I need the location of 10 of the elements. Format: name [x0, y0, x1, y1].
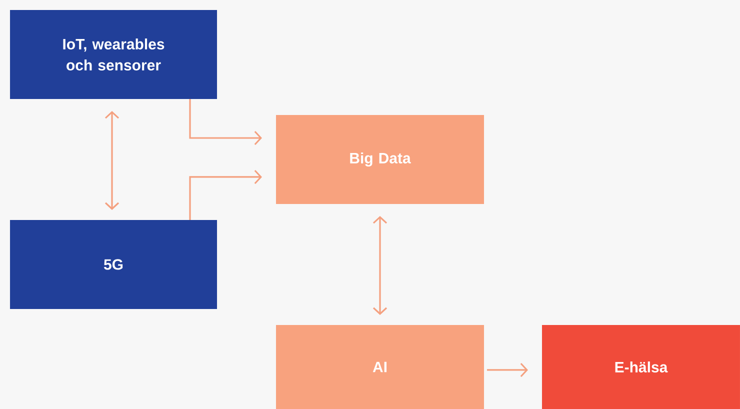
arrow: [487, 362, 528, 378]
arrow: [104, 111, 120, 210]
process-box: AI: [276, 324, 484, 409]
arrow: [189, 99, 262, 146]
arrow: [189, 170, 262, 220]
process-box: E-hälsa: [542, 324, 740, 409]
process-box: IoT, wearables och sensorer: [10, 10, 217, 99]
process-box: 5G: [10, 220, 217, 309]
arrow: [372, 216, 388, 315]
process-box: Big Data: [276, 115, 484, 204]
